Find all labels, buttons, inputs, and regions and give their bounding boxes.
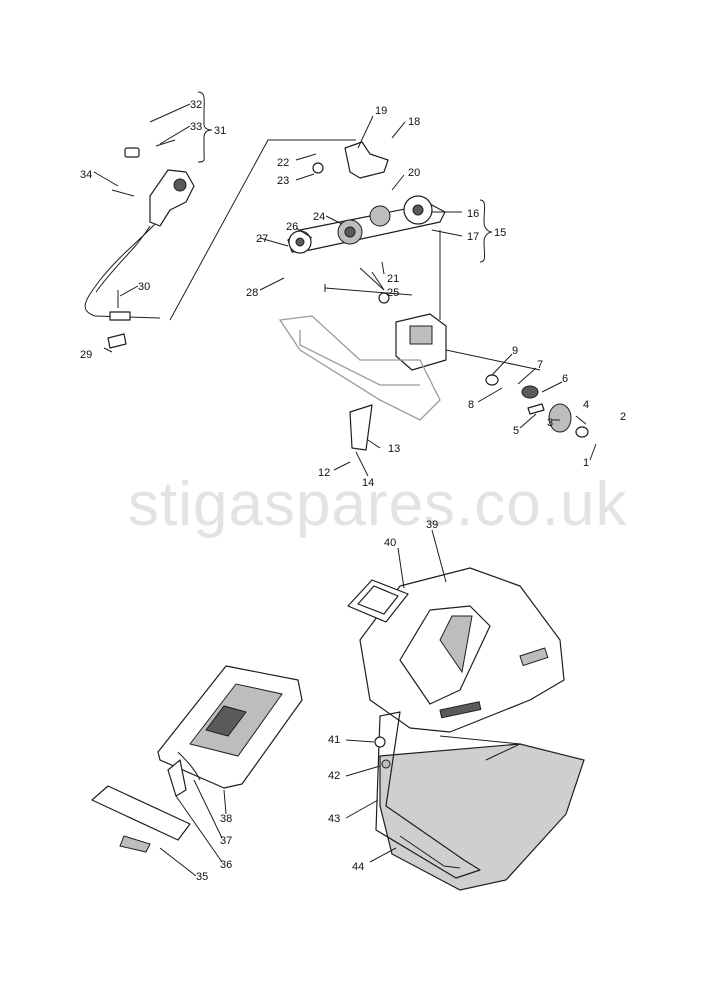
control-lever-assembly xyxy=(84,139,195,349)
rear-cover-39 xyxy=(359,567,565,733)
flap-hinge-35 xyxy=(91,751,201,853)
callout-8: 8 xyxy=(468,399,474,411)
callout-33: 33 xyxy=(190,121,202,133)
callout-leaders-upper xyxy=(93,91,493,353)
drive-belt-assembly xyxy=(278,141,589,451)
callout-numbers: 32 33 31 34 30 29 19 18 22 23 20 16 15 1… xyxy=(80,99,626,883)
callout-43: 43 xyxy=(328,813,340,825)
seal-frame-40 xyxy=(347,579,409,623)
callout-30: 30 xyxy=(138,281,150,293)
callout-24: 24 xyxy=(313,211,325,223)
callout-27: 27 xyxy=(256,233,268,245)
callout-3: 3 xyxy=(547,417,553,429)
callout-14: 14 xyxy=(362,477,374,489)
callout-39: 39 xyxy=(426,519,438,531)
callout-35: 35 xyxy=(196,871,208,883)
callout-17: 17 xyxy=(467,231,479,243)
callout-31: 31 xyxy=(214,125,226,137)
callout-26: 26 xyxy=(286,221,298,233)
callout-15: 15 xyxy=(494,227,506,239)
callout-42: 42 xyxy=(328,770,340,782)
callout-25: 25 xyxy=(387,287,399,299)
callout-36: 36 xyxy=(220,859,232,871)
callout-18: 18 xyxy=(408,116,420,128)
callout-32: 32 xyxy=(190,99,202,111)
callout-21: 21 xyxy=(387,273,399,285)
callout-1: 1 xyxy=(583,457,589,469)
callout-23: 23 xyxy=(277,175,289,187)
callout-37: 37 xyxy=(220,835,232,847)
callout-12: 12 xyxy=(318,467,330,479)
callout-4: 4 xyxy=(583,399,589,411)
callout-22: 22 xyxy=(277,157,289,169)
callout-38: 38 xyxy=(220,813,232,825)
callout-44: 44 xyxy=(352,861,364,873)
callout-41: 41 xyxy=(328,734,340,746)
callout-7: 7 xyxy=(537,359,543,371)
callout-2: 2 xyxy=(620,411,626,423)
callout-5: 5 xyxy=(513,425,519,437)
callout-19: 19 xyxy=(375,105,387,117)
watermark-text: stigaspares.co.uk xyxy=(128,470,627,539)
callout-40: 40 xyxy=(384,537,396,549)
callout-34: 34 xyxy=(80,169,92,181)
callout-20: 20 xyxy=(408,167,420,179)
callout-9: 9 xyxy=(512,345,518,357)
grass-bag-frame xyxy=(374,711,585,891)
callout-6: 6 xyxy=(562,373,568,385)
callout-29: 29 xyxy=(80,349,92,361)
rear-flap-38 xyxy=(157,665,303,789)
callout-leaders-gearbox xyxy=(333,353,597,477)
callout-16: 16 xyxy=(467,208,479,220)
callout-13: 13 xyxy=(388,443,400,455)
callout-28: 28 xyxy=(246,287,258,299)
callout-leaders-lower xyxy=(159,529,447,877)
